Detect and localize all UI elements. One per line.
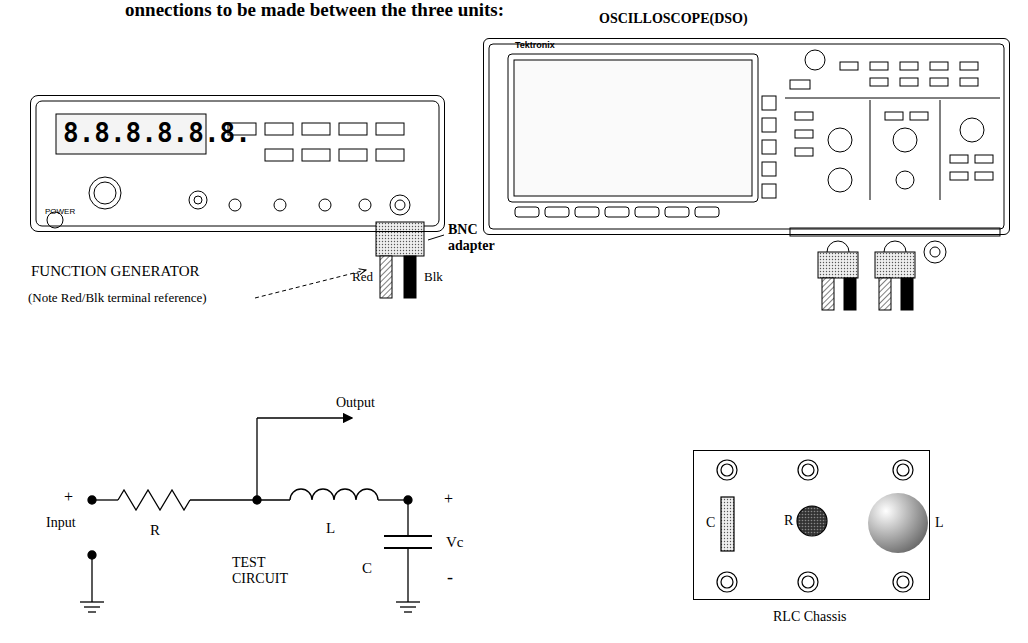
rlc-chassis-parts (717, 460, 928, 592)
signal-label: Output (336, 395, 375, 410)
part-label: R (150, 522, 160, 539)
function-generator-body: 8.8.8.8.8.8.POWERFUNCTION GENERATOR (30, 95, 445, 232)
polarity-sign: - (447, 568, 453, 588)
oscilloscope (489, 44, 1004, 263)
polarity-sign: + (444, 490, 453, 508)
device-label: FUNCTION GENERATOR (31, 263, 199, 280)
terminal-label: Blk (424, 270, 443, 284)
circuit-label: TEST CIRCUIT (232, 555, 302, 587)
device-label: RLC Chassis (773, 609, 847, 624)
bnc-adapter (376, 222, 444, 298)
note-text: (Note Red/Blk terminal reference) (28, 291, 207, 305)
oscilloscope-body: OSCILLOSCOPE(DSO)Tektronix (483, 38, 1010, 235)
part-label: L (935, 515, 944, 530)
rlc-chassis-panel: CRLRLC Chassis (693, 450, 930, 600)
part-label: C (362, 560, 372, 577)
part-label: L (326, 520, 335, 537)
brand-label: Tektronix (515, 41, 555, 51)
intro-text: onnections to be made between the three … (125, 0, 504, 21)
function-generator (36, 101, 439, 228)
device-label: OSCILLOSCOPE(DSO) (599, 11, 748, 26)
signal-label: Input (46, 515, 76, 530)
polarity-sign: + (64, 488, 73, 506)
probe-plugs (818, 252, 915, 310)
rlc-schematic (80, 418, 432, 612)
note-arrow (255, 270, 366, 298)
display-digits: 8.8.8.8.8.8. (63, 119, 251, 148)
part-label: C (706, 515, 715, 530)
part-label: R (784, 513, 793, 528)
signal-label: Vc (446, 534, 464, 551)
callout-label: BNC adapter (448, 222, 518, 254)
terminal-label: Red (352, 270, 373, 284)
power-label: POWER (45, 208, 75, 217)
